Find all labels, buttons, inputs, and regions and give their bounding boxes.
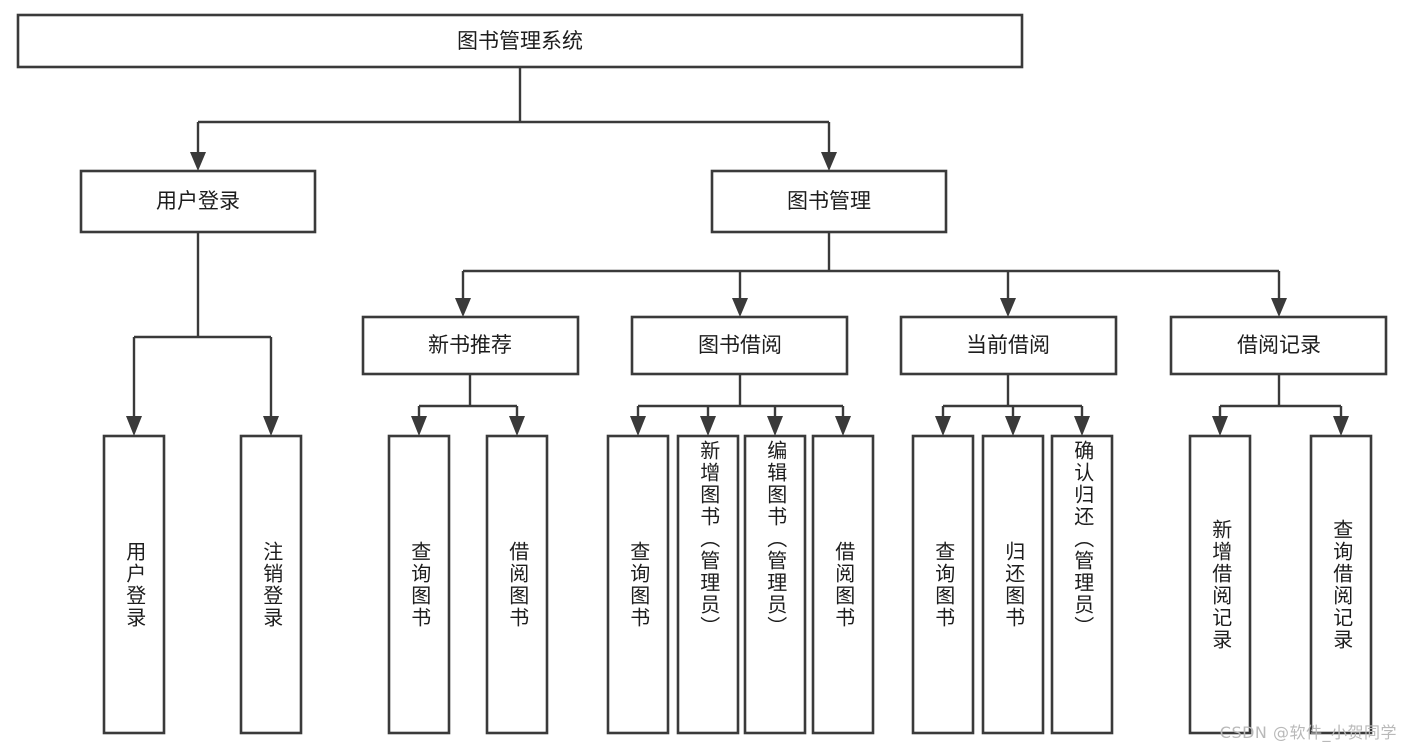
arrow-head-icon	[1271, 298, 1287, 317]
node-book-manage[interactable]: 图书管理	[710, 169, 948, 234]
arrow-head-icon	[455, 298, 471, 317]
arrow-head-icon	[1333, 416, 1349, 436]
arrow-head-icon	[630, 416, 646, 436]
node-box-root[interactable]	[16, 13, 1024, 69]
arrow-head-icon	[700, 416, 716, 436]
node-user-login[interactable]: 用户登录	[79, 169, 317, 234]
arrow-head-icon	[509, 416, 525, 436]
arrow-head-icon	[411, 416, 427, 436]
node-box-leaf-add-borrow-record[interactable]	[1188, 434, 1252, 735]
node-box-leaf-confirm-return-admin[interactable]	[1050, 434, 1114, 735]
arrow-head-icon	[821, 152, 837, 171]
node-label-current-borrow: 当前借阅	[966, 333, 1050, 357]
node-new-book-recommend[interactable]: 新书推荐	[361, 315, 580, 376]
arrow-head-icon	[263, 416, 279, 436]
node-box-leaf-query-book-borrow[interactable]	[606, 434, 670, 735]
arrow-head-icon	[1000, 298, 1016, 317]
node-box-leaf-user-login[interactable]	[102, 434, 166, 735]
edge-group-user-login	[126, 232, 279, 436]
node-root[interactable]: 图书管理系统	[16, 13, 1024, 69]
node-borrow-record[interactable]: 借阅记录	[1169, 315, 1388, 376]
edge-group-root	[190, 67, 837, 171]
node-label-borrow-record: 借阅记录	[1237, 333, 1321, 357]
node-box-leaf-borrow-book[interactable]	[811, 434, 875, 735]
node-book-borrow[interactable]: 图书借阅	[630, 315, 849, 376]
node-box-leaf-logout-login[interactable]	[239, 434, 303, 735]
node-label-new-book-recommend: 新书推荐	[428, 333, 512, 357]
node-box-leaf-borrow-book-recommend[interactable]	[485, 434, 549, 735]
node-box-book-borrow[interactable]	[630, 315, 849, 376]
node-box-new-book-recommend[interactable]	[361, 315, 580, 376]
node-label-book-borrow: 图书借阅	[698, 333, 782, 357]
arrow-head-icon	[190, 152, 206, 171]
arrow-head-icon	[1005, 416, 1021, 436]
edge-group-current-borrow	[935, 374, 1090, 436]
arrow-head-icon	[732, 298, 748, 317]
node-box-leaf-edit-book-admin[interactable]	[743, 434, 807, 735]
arrow-head-icon	[835, 416, 851, 436]
node-label-root: 图书管理系统	[457, 29, 583, 53]
node-box-leaf-query-book-recommend[interactable]	[387, 434, 451, 735]
node-box-book-manage[interactable]	[710, 169, 948, 234]
arrow-head-icon	[1212, 416, 1228, 436]
node-label-book-manage: 图书管理	[787, 189, 871, 213]
edge-group-new-book-recommend	[411, 374, 525, 436]
node-box-borrow-record[interactable]	[1169, 315, 1388, 376]
arrow-head-icon	[767, 416, 783, 436]
node-box-leaf-query-book-current[interactable]	[911, 434, 975, 735]
node-box-leaf-add-book-admin[interactable]	[676, 434, 740, 735]
node-box-current-borrow[interactable]	[899, 315, 1118, 376]
arrow-head-icon	[935, 416, 951, 436]
node-current-borrow[interactable]: 当前借阅	[899, 315, 1118, 376]
node-box-leaf-return-book[interactable]	[981, 434, 1045, 735]
arrow-head-icon	[1074, 416, 1090, 436]
arrow-head-icon	[126, 416, 142, 436]
leaf-box-group	[102, 434, 1373, 735]
edge-group-book-manage	[455, 232, 1287, 317]
node-box-user-login[interactable]	[79, 169, 317, 234]
edge-group-book-borrow	[630, 374, 851, 436]
watermark-text: CSDN @软件_小贺同学	[1219, 723, 1397, 742]
node-box-leaf-query-borrow-record[interactable]	[1309, 434, 1373, 735]
edge-group-borrow-record	[1212, 374, 1349, 436]
node-label-user-login: 用户登录	[156, 189, 240, 213]
